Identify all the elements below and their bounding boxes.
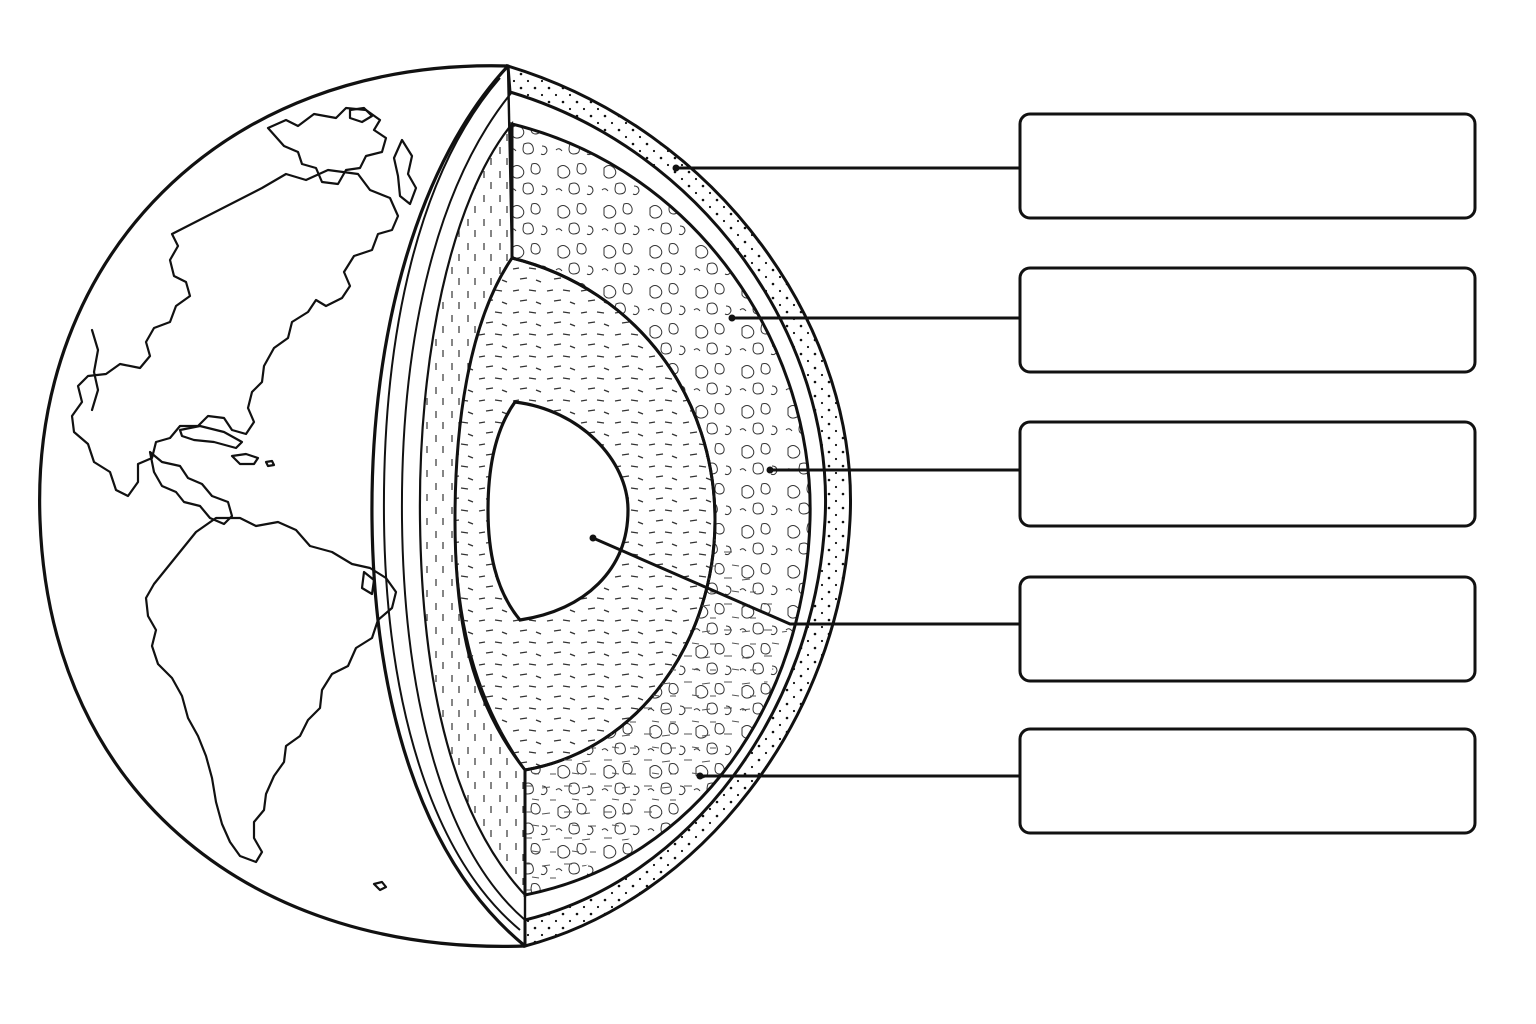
leader-dot-1	[672, 164, 680, 172]
falklands-outline	[372, 880, 388, 892]
north-america-outline	[70, 168, 400, 498]
cut-face-outer-rim	[370, 64, 527, 948]
arctic-island-outline	[348, 106, 374, 124]
continents	[70, 106, 418, 892]
pacific-coast-accent	[90, 328, 100, 412]
label-box-3[interactable]	[1018, 420, 1477, 528]
caribbean-islet-outline	[264, 459, 276, 468]
cut-face-rim-inner-2	[400, 91, 526, 921]
label-box-4[interactable]	[1018, 575, 1477, 683]
inner-core-layer	[486, 400, 630, 622]
leader-lines	[589, 164, 1020, 780]
label-box-1[interactable]	[1018, 112, 1477, 220]
cuba-outline	[178, 424, 244, 450]
label-boxes	[1018, 112, 1477, 835]
leader-line-4	[592, 536, 1020, 626]
leader-dot-2	[728, 314, 736, 322]
leader-dot-3	[766, 466, 774, 474]
greenland-outline	[266, 106, 388, 186]
hispaniola-outline	[230, 452, 260, 466]
cut-face-rim-inner-1	[382, 77, 521, 931]
central-america-outline	[148, 450, 234, 526]
leader-dot-5	[696, 772, 704, 780]
south-america-outline	[144, 516, 398, 864]
leader-dot-4	[589, 534, 597, 542]
label-box-2[interactable]	[1018, 266, 1477, 374]
globe-outline	[38, 64, 527, 948]
cutaway	[370, 63, 852, 948]
africa-edge-outline	[392, 138, 418, 206]
globe	[38, 64, 527, 948]
lower-mantle-wedge	[525, 520, 790, 895]
cut-seam-top	[506, 65, 514, 259]
west-coast-edge-outline	[360, 570, 376, 596]
label-box-5[interactable]	[1018, 727, 1477, 835]
